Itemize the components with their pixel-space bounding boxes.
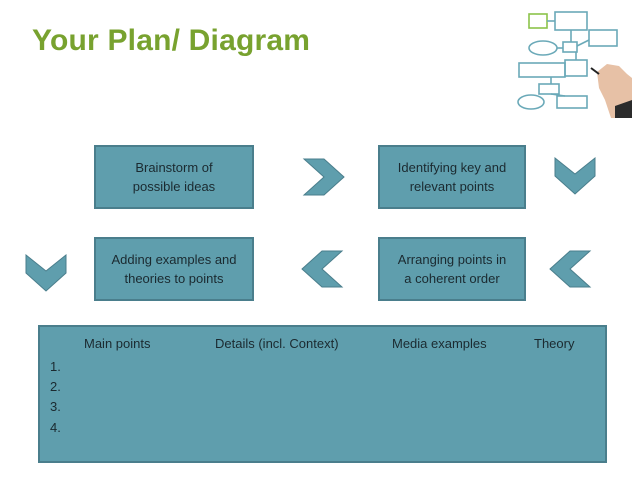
column-header-details: Details (incl. Context) bbox=[215, 336, 339, 351]
step-label: Arranging points in a coherent order bbox=[397, 252, 507, 286]
row-number: 2. bbox=[50, 379, 61, 394]
chevron-down-icon bbox=[554, 156, 596, 195]
column-header-media-examples: Media examples bbox=[392, 336, 487, 351]
step-label: Brainstorm of possible ideas bbox=[132, 160, 216, 194]
step-box-adding-examples: Adding examples and theories to points bbox=[94, 237, 254, 301]
row-number: 4. bbox=[50, 420, 61, 435]
chevron-left-icon bbox=[301, 250, 344, 288]
chevron-right-icon bbox=[302, 158, 345, 196]
chevron-left-icon bbox=[549, 250, 592, 288]
step-box-arranging: Arranging points in a coherent order bbox=[378, 237, 526, 301]
step-box-identifying: Identifying key and relevant points bbox=[378, 145, 526, 209]
column-header-theory: Theory bbox=[534, 336, 575, 351]
row-number: 1. bbox=[50, 359, 61, 374]
step-box-brainstorm: Brainstorm of possible ideas bbox=[94, 145, 254, 209]
page-title: Your Plan/ Diagram bbox=[32, 24, 311, 57]
column-header-main-points: Main points bbox=[84, 336, 151, 351]
step-label: Adding examples and theories to points bbox=[111, 252, 237, 286]
chevron-down-icon bbox=[25, 253, 67, 292]
row-number: 3. bbox=[50, 399, 61, 414]
flowchart-thumbnail-icon bbox=[515, 8, 632, 118]
plan-table: Main points Details (incl. Context) Medi… bbox=[38, 325, 607, 463]
step-label: Identifying key and relevant points bbox=[397, 160, 507, 194]
